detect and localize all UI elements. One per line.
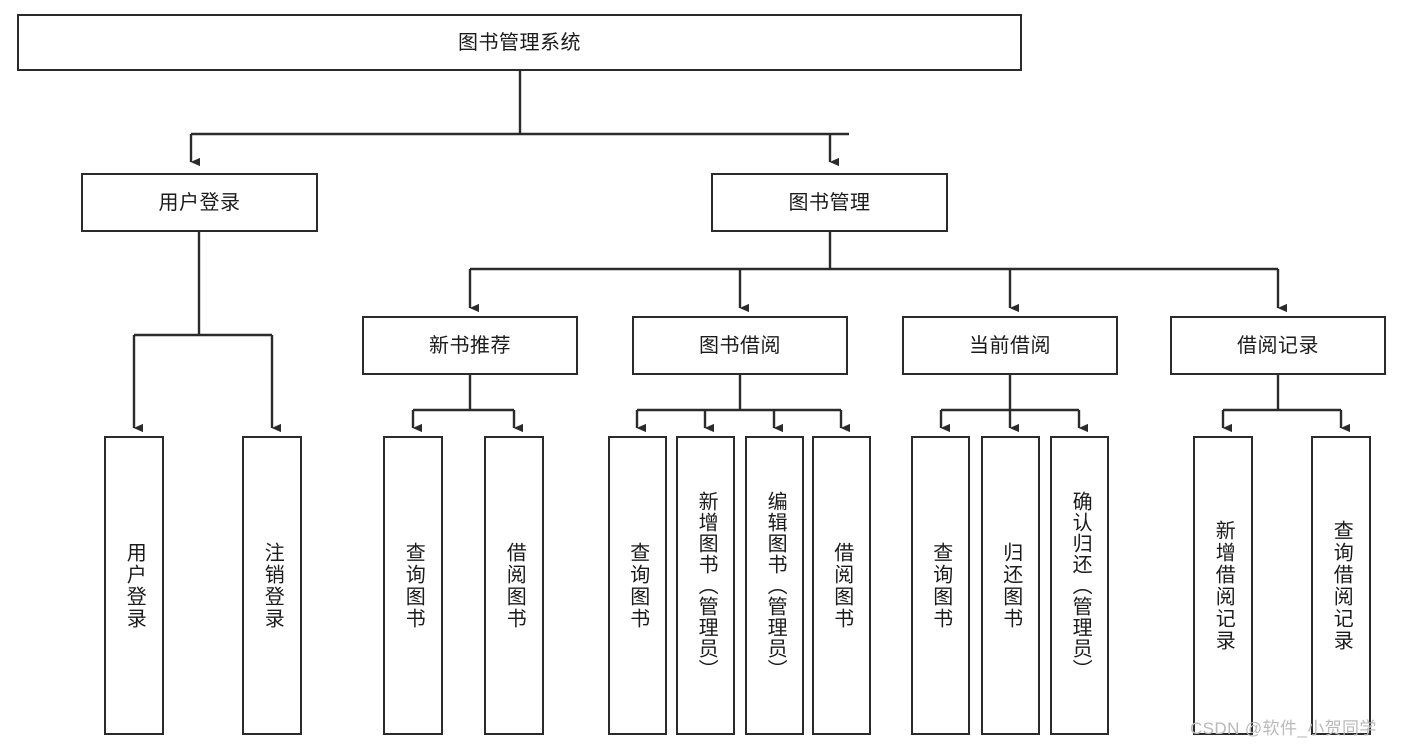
node-user-login[interactable]: 用户登录: [81, 173, 318, 232]
node-label: 确认归还（管理员）: [1069, 491, 1092, 680]
node-label: 新增借阅记录: [1212, 519, 1235, 652]
node-label: 编辑图书（管理员）: [764, 491, 787, 680]
node-label: 图书管理系统: [458, 31, 581, 54]
leaf-query-book-borrowing[interactable]: 查询图书: [608, 436, 667, 735]
leaf-logout[interactable]: 注销登录: [242, 436, 302, 735]
node-new-book-recommendation[interactable]: 新书推荐: [362, 316, 578, 375]
node-label: 用户登录: [158, 191, 241, 214]
node-label: 查询图书: [402, 541, 425, 630]
node-label: 借阅图书: [830, 541, 853, 630]
leaf-query-borrowing-record[interactable]: 查询借阅记录: [1311, 436, 1371, 735]
node-label: 注销登录: [261, 541, 284, 630]
leaf-query-book-current[interactable]: 查询图书: [911, 436, 970, 735]
node-borrowing-record[interactable]: 借阅记录: [1170, 316, 1386, 375]
leaf-borrow-book-borrowing[interactable]: 借阅图书: [812, 436, 871, 735]
leaf-user-login[interactable]: 用户登录: [104, 436, 164, 735]
leaf-edit-book-admin[interactable]: 编辑图书（管理员）: [745, 436, 804, 735]
node-label: 新书推荐: [429, 334, 511, 357]
node-label: 当前借阅: [969, 334, 1051, 357]
leaf-confirm-return-admin[interactable]: 确认归还（管理员）: [1050, 436, 1109, 735]
node-label: 归还图书: [999, 541, 1022, 630]
node-label: 新增图书（管理员）: [695, 491, 718, 680]
node-root-book-management-system[interactable]: 图书管理系统: [17, 14, 1022, 71]
node-label: 用户登录: [123, 541, 146, 630]
node-label: 查询图书: [929, 541, 952, 630]
leaf-add-borrowing-record[interactable]: 新增借阅记录: [1193, 436, 1253, 735]
node-book-borrowing[interactable]: 图书借阅: [632, 316, 848, 375]
node-label: 图书借阅: [699, 334, 781, 357]
leaf-borrow-book-recommendation[interactable]: 借阅图书: [484, 436, 544, 735]
node-label: 查询图书: [626, 541, 649, 630]
leaf-return-book[interactable]: 归还图书: [981, 436, 1040, 735]
leaf-query-book-recommendation[interactable]: 查询图书: [383, 436, 443, 735]
node-label: 查询借阅记录: [1330, 519, 1353, 652]
node-label: 图书管理: [788, 191, 871, 214]
leaf-add-book-admin[interactable]: 新增图书（管理员）: [676, 436, 735, 735]
node-label: 借阅图书: [503, 541, 526, 630]
node-current-borrowing[interactable]: 当前借阅: [902, 316, 1118, 375]
csdn-watermark: CSDN @软件_小贺同学: [1190, 719, 1377, 738]
node-book-management[interactable]: 图书管理: [711, 173, 948, 232]
node-label: 借阅记录: [1237, 334, 1319, 357]
